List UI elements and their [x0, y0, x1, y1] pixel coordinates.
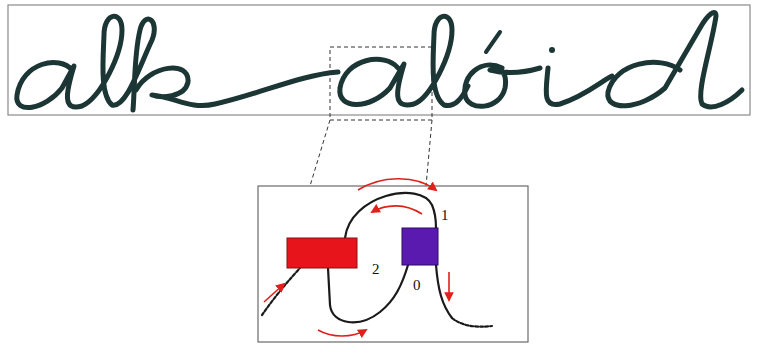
zoom-leader: [310, 120, 330, 186]
red-marker: [287, 238, 357, 268]
zoom-window: [330, 47, 432, 120]
callout-number-holder: 0: [413, 276, 421, 294]
callout-number-holder: 2: [372, 260, 380, 278]
purple-marker: [402, 228, 438, 265]
direction-arrows: [264, 179, 449, 336]
cursive-word: [17, 12, 742, 110]
word-frame: [8, 5, 750, 115]
callout-number: 0: [413, 277, 421, 293]
callout-number: 1: [441, 207, 449, 223]
callout-number-holder: 1: [441, 206, 449, 224]
stroke-trace: [262, 193, 492, 327]
zoom-leader: [426, 120, 432, 186]
callout-number: 2: [372, 261, 380, 277]
inset-frame: [258, 186, 528, 342]
